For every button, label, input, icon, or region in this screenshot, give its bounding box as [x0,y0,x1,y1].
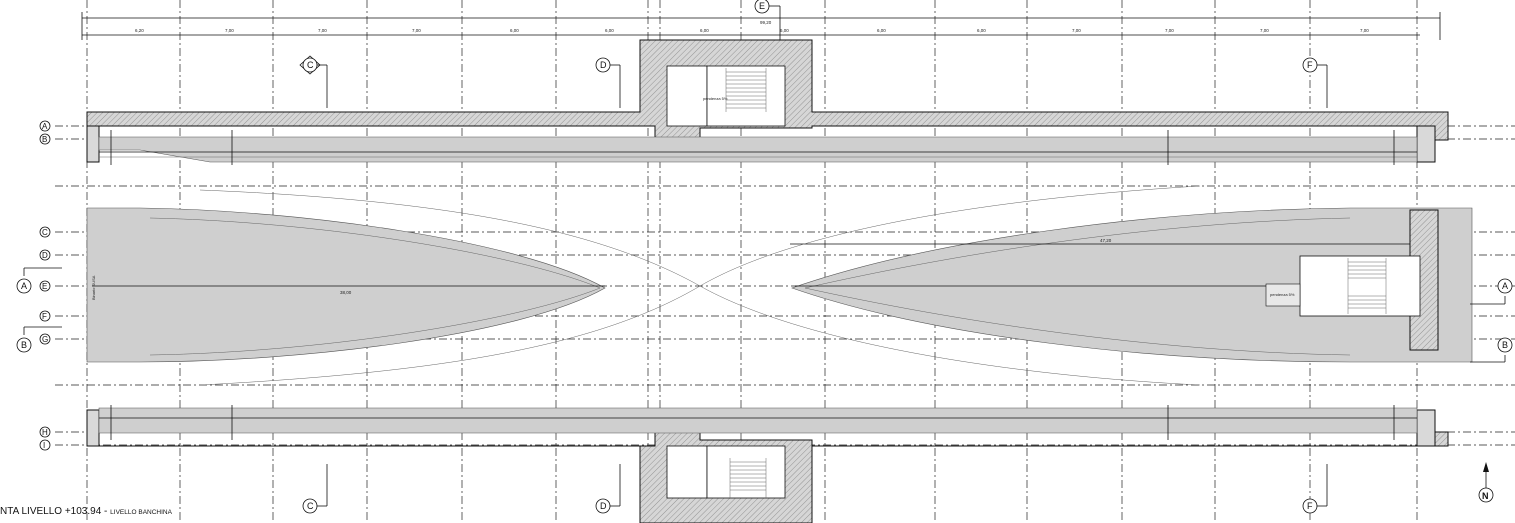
section-marker-b-left: B [16,326,62,353]
svg-text:D: D [600,60,607,70]
central-platform-left: Binario SUSA 38,00 [86,207,606,363]
dimension-segment: 7,00 [1260,28,1269,33]
axis-label-h: H [42,428,48,437]
axis-label-d: D [42,251,48,260]
dimension-segment: 7,00 [318,28,327,33]
svg-text:F: F [1307,501,1313,511]
svg-text:B: B [1502,340,1508,350]
section-marker-f-bottom: F [1302,464,1328,514]
platform-length-left: 38,00 [340,290,352,295]
section-marker-f-top: F [1302,57,1328,108]
svg-text:C: C [307,60,314,70]
dimension-segment: 6,00 [700,28,709,33]
row-axis-bubbles: A B C D E F G H I [39,120,51,451]
dimension-segment: 6,20 [135,28,144,33]
section-marker-e-top: E [754,0,781,40]
upper-platform [98,130,1418,165]
section-marker-c-top: C [299,55,328,108]
dimension-segment: 6,00 [877,28,886,33]
section-marker-a-right: A [1470,278,1513,305]
axis-label-e: E [42,282,47,291]
track-name: Binario SUSA [91,275,96,300]
drawing-title-main: NTA LIVELLO +103.94 - [0,506,108,517]
section-marker-d-bottom: D [595,464,621,514]
dimension-segment: 6,00 [977,28,986,33]
svg-text:A: A [21,281,27,291]
dimension-segment: 7,00 [1165,28,1174,33]
dimension-segment: 6,00 [605,28,614,33]
svg-text:F: F [1307,60,1313,70]
axis-label-g: G [42,335,48,344]
axis-label-a: A [42,122,48,131]
north-arrow-icon: N [1478,462,1494,503]
axis-label-b: B [42,135,47,144]
north-label: N [1482,491,1489,501]
svg-text:E: E [759,1,765,11]
lower-stair-block [666,445,786,499]
svg-text:A: A [1502,281,1508,291]
section-marker-c-bottom: C [302,464,328,514]
upper-stair-block: pendenza 5% [666,65,786,127]
dimension-segment: 7,00 [1072,28,1081,33]
drawing-title: NTA LIVELLO +103.94 - LIVELLO BANCHINA [0,506,172,517]
dimension-segment: 7,00 [225,28,234,33]
lower-platform [98,405,1418,440]
dimension-segment: 7,00 [1360,28,1369,33]
svg-text:B: B [21,340,27,350]
crossing-lines [199,185,1201,386]
platform-length-right: 47,20 [1100,238,1112,243]
dimension-segment: 6,00 [510,28,519,33]
slope-label-right: pendenza 5% [1270,292,1295,297]
section-marker-b-right: B [1470,337,1513,363]
central-platform-right: 47,20 [790,207,1473,363]
section-markers: C D E F C D F [16,0,1513,514]
axis-label-c: C [42,228,48,237]
drawing-title-sub: LIVELLO BANCHINA [110,509,172,516]
axis-label-f: F [42,312,47,321]
slope-label: pendenza 5% [703,96,728,101]
section-marker-d-top: D [595,57,621,108]
top-dimension-chain: 99,20 6,20 7,00 7,00 7,00 6,00 6,00 6,00… [81,12,1441,40]
section-marker-a-left: A [16,267,62,294]
right-stair-block: pendenza 5% [1265,209,1439,351]
axis-label-i: I [43,441,45,450]
svg-text:C: C [307,501,314,511]
dimension-total: 99,20 [760,20,772,25]
svg-text:D: D [600,501,607,511]
dimension-segment: 7,00 [412,28,421,33]
dimension-segment: 6,00 [780,28,789,33]
